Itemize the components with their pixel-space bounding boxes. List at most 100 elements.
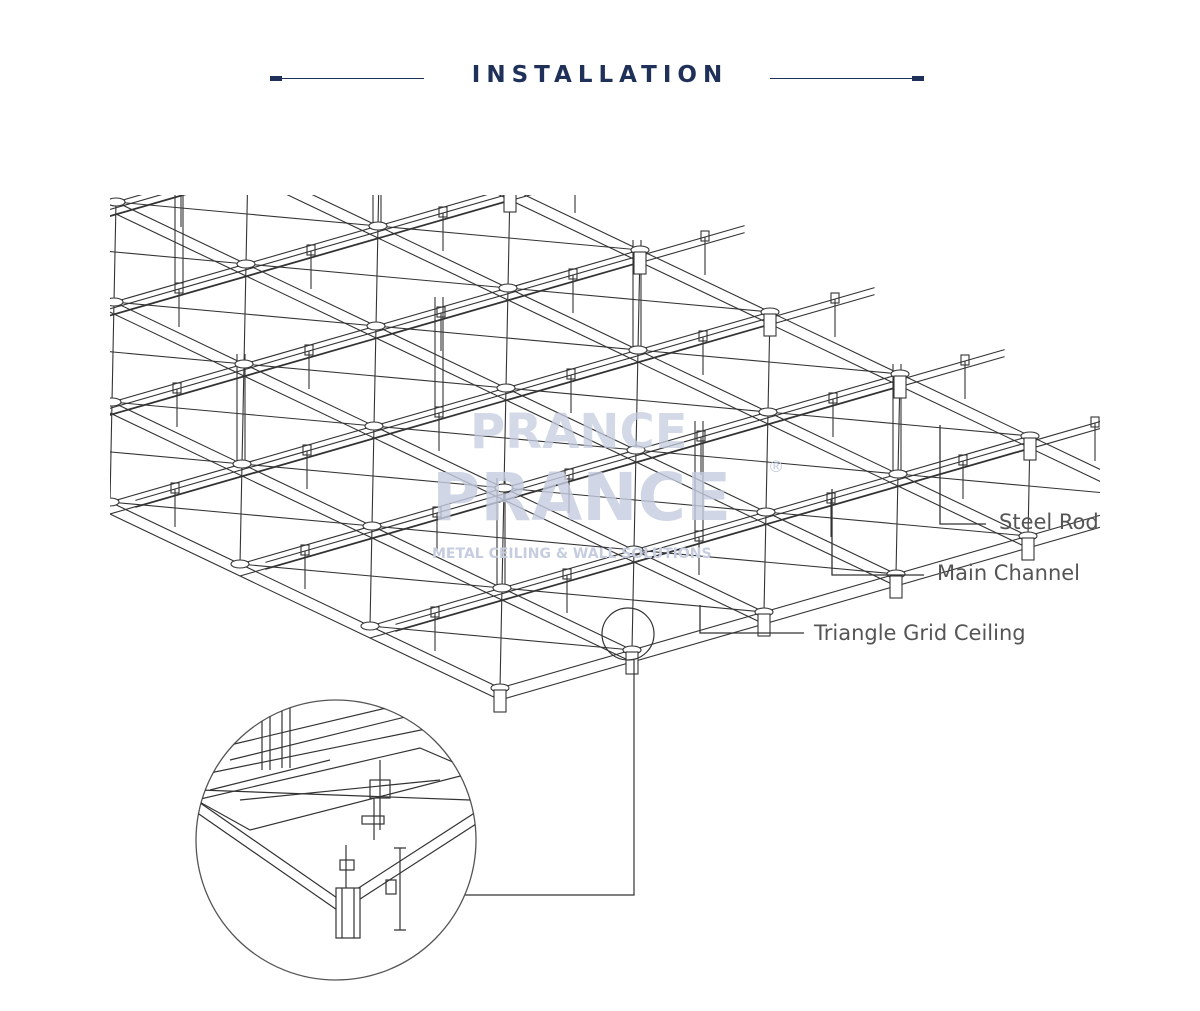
triangle-panel-edge — [506, 337, 639, 351]
triangle-panel-edge — [112, 301, 115, 353]
hanger-bracket — [694, 530, 704, 542]
main-channel-bar — [110, 225, 745, 409]
section-title: INSTALLATION — [471, 62, 729, 88]
triangle-panel-edge — [897, 423, 900, 475]
triangle-panel-edge — [110, 301, 115, 303]
hanger-bracket — [174, 282, 184, 294]
hanger-bracket — [828, 392, 838, 404]
triangle-panel-edge — [898, 423, 1031, 437]
steel-rod-leader — [939, 425, 986, 525]
hanger-bracket — [47, 121, 55, 131]
triangle-panel-edge — [114, 251, 247, 265]
main-channel-bar — [0, 47, 355, 260]
triangle-panel-edge — [767, 361, 770, 413]
grid-hub-connector — [496, 383, 516, 393]
grid-hub-connector — [624, 545, 644, 555]
grid-hub-connector — [232, 459, 252, 469]
hanger-bracket — [960, 354, 970, 366]
grid-hub-connector — [366, 321, 386, 331]
triangle-panel-edge — [631, 599, 634, 651]
triangle-panel-edge — [638, 299, 771, 313]
edge-hub-post — [763, 313, 777, 337]
edge-hub-post — [1023, 437, 1037, 461]
hanger-bracket — [172, 382, 182, 394]
watermark-tagline: METAL CEILING & WALL SOLUTIONS — [432, 546, 712, 562]
triangle-panel-edge — [764, 561, 897, 575]
hanger-bracket — [696, 430, 706, 442]
triangle-panel-edge — [113, 251, 116, 303]
main-channel-bar — [110, 195, 163, 211]
grid-hub-connector — [492, 583, 512, 593]
header-rule-right — [770, 78, 924, 79]
triangle-panel-edge — [372, 475, 505, 489]
hanger-bracket — [41, 421, 49, 431]
triangle-panel-edge — [243, 313, 246, 365]
triangle-panel-edge — [110, 451, 112, 503]
hanger-bracket — [830, 292, 840, 304]
hanger-bracket — [432, 506, 442, 518]
edge-hub-post — [633, 251, 647, 275]
grid-frame-line — [369, 447, 1031, 639]
edge-hub-post — [893, 375, 907, 399]
triangle-panel-edge — [504, 437, 637, 451]
triangle-panel-edge — [504, 387, 507, 439]
triangle-panel-edge — [507, 237, 510, 289]
grid-hub-connector — [234, 359, 254, 369]
triangle-panel-edge — [110, 451, 112, 453]
edge-hub-post — [889, 575, 903, 599]
triangle-panel-edge — [502, 537, 635, 551]
hanger-bracket — [177, 183, 185, 193]
hanger-bracket — [45, 221, 53, 231]
grid-frame-line — [110, 501, 501, 689]
triangle-panel-edge — [502, 487, 505, 539]
triangle-panel-edge — [632, 599, 765, 613]
triangle-panel-edge — [379, 126, 380, 176]
grid-frame-line — [499, 526, 1100, 701]
hanger-bracket — [434, 406, 444, 418]
main-channel-bar — [110, 195, 532, 317]
grid-frame-line — [239, 385, 901, 577]
triangle-panel-edge — [1027, 485, 1030, 537]
triangle-grid-ceiling-label: Triangle Grid Ceiling — [814, 621, 1026, 645]
triangle-panel-edge — [508, 237, 641, 251]
triangle-panel-edge — [240, 513, 373, 527]
zoom-source-circle — [601, 607, 655, 661]
grid-hub-connector — [628, 345, 648, 355]
hanger-bracket — [436, 306, 446, 318]
triangle-panel-edge — [370, 575, 503, 589]
hanger-bracket — [441, 107, 449, 117]
grid-hub-connector — [110, 397, 122, 407]
triangle-panel-edge — [248, 164, 379, 176]
grid-hub-connector — [236, 259, 256, 269]
steel-rods — [174, 195, 902, 588]
grid-frame-line — [110, 195, 488, 304]
triangle-panel-edge — [242, 413, 375, 427]
triangle-panel-edge — [110, 351, 114, 353]
triangle-panel-edge — [379, 176, 510, 188]
grid-hub-connector — [110, 297, 124, 307]
triangle-panel-edge — [372, 425, 375, 477]
steel-rod-label: Steel Rod — [999, 510, 1099, 534]
main-channel-bar — [265, 349, 1005, 563]
triangle-panel-edge — [110, 451, 243, 465]
triangle-panel-edge — [374, 325, 377, 377]
hanger-bracket — [170, 482, 180, 494]
triangle-panel-edge — [114, 201, 117, 253]
main-channel-bar — [135, 294, 875, 508]
edge-hub-post — [374, 128, 386, 150]
edge-hub-post — [1154, 500, 1166, 522]
grid-hub-connector — [239, 160, 257, 168]
triangle-panel-edge — [506, 287, 509, 339]
triangle-panel-edge — [240, 463, 243, 515]
header-rule-cap-right — [912, 76, 924, 81]
triangle-panel-edge — [245, 213, 248, 265]
main-channel-bar — [395, 427, 1100, 632]
triangle-panel-edge — [374, 375, 507, 389]
section-header: INSTALLATION — [0, 48, 1200, 108]
detail-zoom-view — [195, 699, 477, 981]
hanger-bracket — [566, 368, 576, 380]
edge-hub-post — [757, 613, 771, 637]
zoom-connector-line — [465, 660, 635, 896]
triangle-panel-edge — [632, 549, 635, 601]
